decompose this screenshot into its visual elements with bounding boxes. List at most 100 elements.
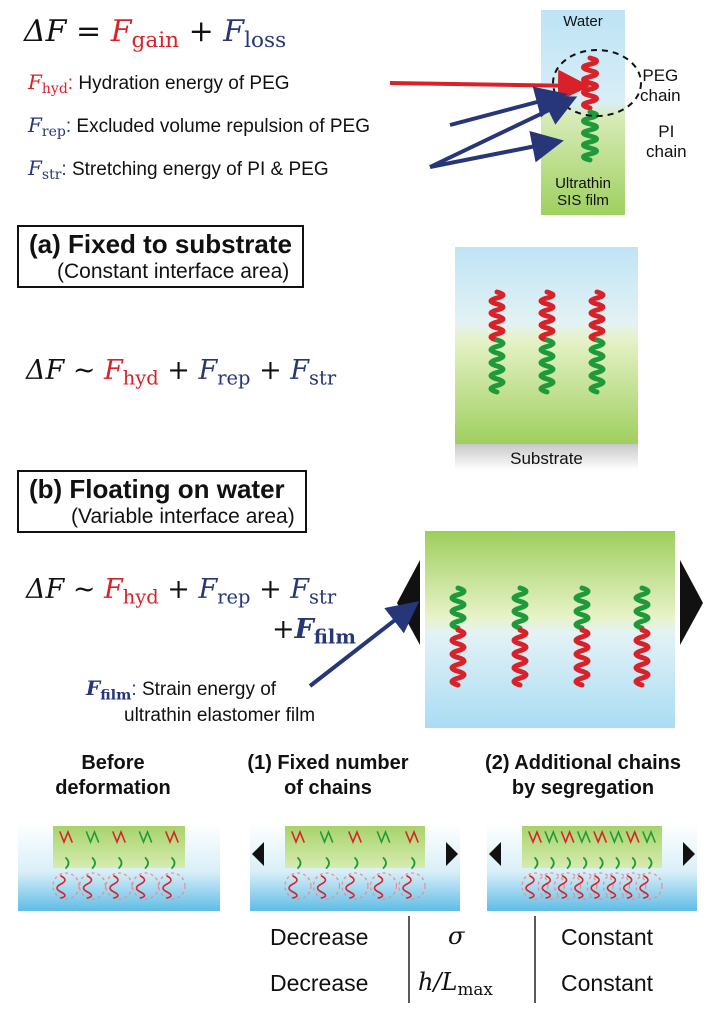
peg-coil-outline — [602, 872, 631, 900]
section-b-title: (b) Floating on water (Variable interfac… — [17, 470, 307, 533]
surface-chain — [405, 829, 419, 845]
surface-chain — [112, 829, 126, 845]
row2-mid: h/Lmax — [418, 968, 493, 1000]
peg-coil-outline — [521, 872, 549, 900]
pi-strand — [534, 857, 539, 869]
panel-b-right-stretch-arrow — [680, 560, 703, 645]
legend-str: Fstr: Stretching energy of PI & PEG — [28, 156, 329, 184]
surface-chain — [348, 829, 362, 845]
legend-hyd: Fhyd: Hydration energy of PEG — [28, 70, 290, 98]
small-panel-film — [53, 826, 185, 868]
pi-strand — [118, 857, 123, 869]
section-b-subtitle: (Variable interface area) — [71, 505, 295, 528]
pi-strand — [648, 857, 653, 869]
pi-strand — [631, 857, 637, 869]
peg-chain — [581, 55, 599, 111]
surface-chain — [528, 829, 542, 845]
legend-str-text: Stretching energy of PI & PEG — [71, 159, 329, 180]
small-panel-film — [522, 826, 662, 868]
surface-chain — [291, 829, 305, 845]
peg-coil-outline — [105, 872, 133, 900]
legend-rep: Frep: Excluded volume repulsion of PEG — [28, 113, 371, 141]
pi-chain — [581, 109, 599, 163]
legend-hyd-text: Hydration energy of PEG — [78, 73, 290, 94]
peg-coil — [373, 875, 384, 899]
peg-coil — [345, 875, 355, 899]
peg-chain — [633, 627, 651, 688]
peg-coil-outline — [284, 872, 312, 900]
panel-b-chains — [449, 585, 651, 688]
surface-chain — [138, 829, 153, 845]
pi-strand — [297, 857, 302, 869]
arrow-film — [308, 601, 420, 688]
panel-a-substrate — [455, 444, 638, 470]
peg-chain — [588, 289, 606, 343]
pi-strand — [91, 857, 96, 869]
peg-coil — [639, 875, 649, 899]
peg-chain — [573, 627, 591, 688]
peg-coil-outline — [398, 872, 426, 900]
eq-equals: = — [66, 14, 111, 49]
water-label: Water — [563, 13, 603, 30]
stretch-arrow-left — [489, 842, 501, 866]
stretch-arrow-right — [683, 842, 695, 866]
pi-strand — [566, 857, 571, 869]
section-b-equation: ΔF ~ Fhyd + Frep + Fstr — [26, 574, 337, 609]
peg-coil — [162, 875, 172, 899]
arrow-str-1 — [429, 95, 578, 169]
section-a-title: (a) Fixed to substrate (Constant interfa… — [17, 225, 304, 288]
surface-chain — [560, 829, 575, 845]
surface-chain — [165, 829, 179, 845]
peg-coil — [288, 875, 298, 899]
pi-strand — [65, 857, 70, 869]
row1-right: Constant — [561, 924, 654, 950]
pi-strand — [144, 857, 149, 869]
peg-coil-outline — [131, 872, 160, 900]
surface-chain — [625, 829, 640, 845]
small-panel-film — [285, 826, 425, 868]
peg-coil-outline — [553, 872, 582, 900]
peg-coil — [316, 875, 327, 899]
peg-coil — [402, 875, 412, 899]
surface-chain — [577, 829, 591, 845]
pi-strand — [582, 857, 588, 869]
arrow-hyd — [389, 69, 590, 102]
row2-left: Decrease — [270, 970, 369, 996]
pi-chain — [511, 585, 529, 631]
eq-loss: Floss — [223, 14, 287, 54]
pi-chain — [588, 337, 606, 395]
peg-coil — [590, 875, 600, 899]
pi-chain — [633, 585, 651, 631]
surface-chain — [376, 829, 391, 845]
eq-plus: + — [179, 14, 224, 49]
arrow-str-2 — [429, 130, 564, 169]
peg-coil-outline — [635, 872, 663, 900]
peg-coil — [541, 875, 552, 899]
peg-coil-outline — [312, 872, 341, 900]
pi-strand — [171, 857, 176, 869]
pi-strand — [325, 857, 330, 869]
peg-coil-outline — [158, 872, 186, 900]
panel-a-chains — [488, 289, 606, 395]
pi-strand — [354, 857, 359, 869]
row1-mid: σ — [448, 922, 465, 950]
pi-strand — [550, 857, 555, 869]
section-a-equation: ΔF ~ Fhyd + Frep + Fstr — [26, 355, 337, 390]
panel-b-left-stretch-arrow — [397, 560, 420, 645]
legend-rep-text: Excluded volume repulsion of PEG — [76, 116, 371, 137]
surface-chain — [85, 829, 100, 845]
highlight-circle — [552, 49, 642, 117]
surface-chain — [642, 829, 656, 845]
peg-coil — [525, 875, 535, 899]
peg-coil-outline — [52, 872, 80, 900]
peg-coil-outline — [586, 872, 614, 900]
surface-chain — [593, 829, 607, 845]
peg-coil — [56, 875, 66, 899]
row2-right: Constant — [561, 970, 654, 996]
surface-chain — [544, 829, 559, 845]
